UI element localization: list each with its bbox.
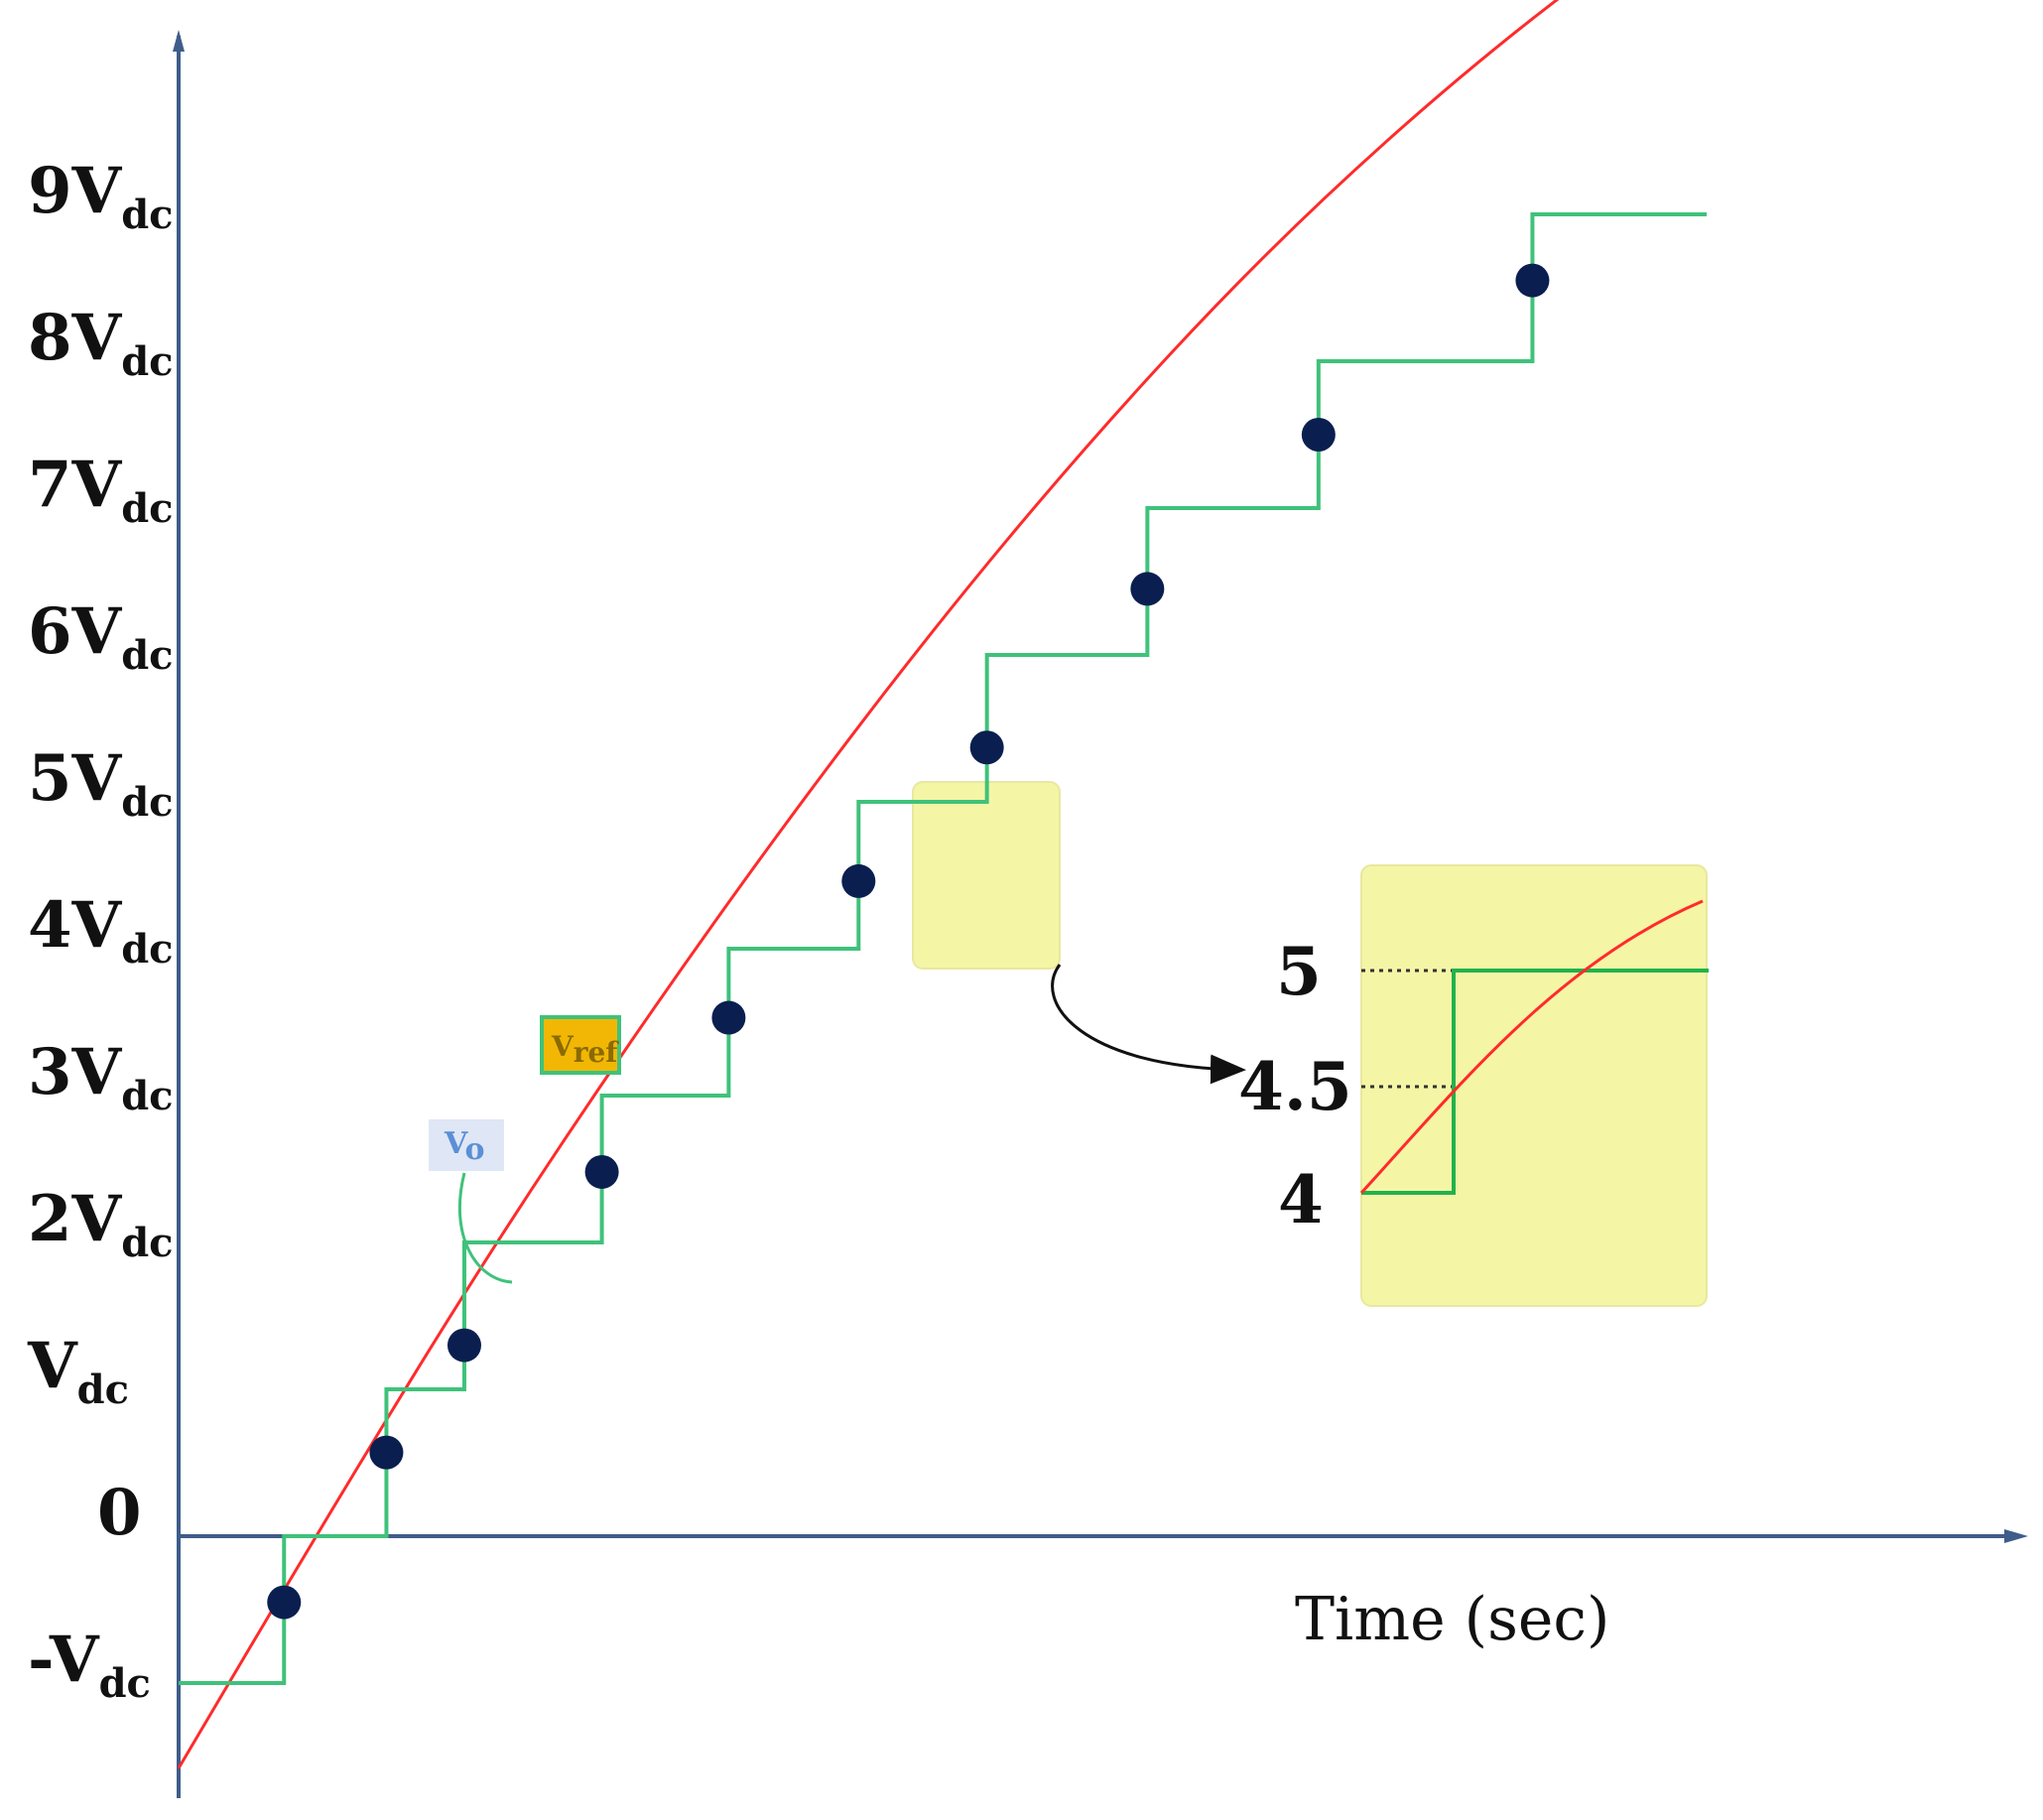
y-tick-subscript: dc xyxy=(121,632,173,679)
x-axis-arrow xyxy=(2004,1529,2028,1543)
sample-point xyxy=(584,1154,619,1189)
inset-content: 5 4.5 4 xyxy=(1238,899,1709,1238)
y-tick-label: 6Vdc xyxy=(28,594,174,679)
sample-point xyxy=(1515,263,1550,298)
y-tick-label: 0 xyxy=(97,1476,142,1550)
sample-point xyxy=(1301,418,1336,452)
y-tick-label: 5Vdc xyxy=(28,741,174,826)
legend-vref-label: V xyxy=(551,1030,575,1063)
sample-point xyxy=(267,1585,302,1620)
y-tick-subscript: dc xyxy=(121,779,173,826)
y-tick-label: 4Vdc xyxy=(28,888,174,973)
sample-point xyxy=(1130,572,1165,606)
legend-vo-box xyxy=(429,1119,504,1171)
y-axis-arrow xyxy=(173,30,185,52)
svg-text:Vref: Vref xyxy=(551,1030,619,1069)
sample-point xyxy=(841,863,876,898)
legend-vo: Vo xyxy=(429,1119,513,1284)
inset-step-line xyxy=(1361,969,1709,1195)
y-tick-main: 5V xyxy=(28,741,123,816)
y-tick-main: 7V xyxy=(28,448,123,522)
y-tick-label: 2Vdc xyxy=(28,1182,174,1266)
legend-vo-pointer xyxy=(458,1172,513,1284)
y-tick-label: -Vdc xyxy=(28,1623,151,1707)
legend-vo-sub: o xyxy=(465,1132,485,1167)
y-tick-label: 7Vdc xyxy=(28,448,174,532)
legend-vo-label: V xyxy=(444,1126,468,1161)
y-tick-label: 9Vdc xyxy=(28,154,174,238)
y-tick-main: -V xyxy=(28,1623,100,1697)
y-tick-main: 4V xyxy=(28,888,123,963)
inset-panel xyxy=(1360,864,1708,1307)
zoom-arrow xyxy=(1051,964,1246,1085)
series-line-vref xyxy=(177,0,1560,1769)
y-tick-subscript: dc xyxy=(121,192,173,238)
legend-vref-sub: ref xyxy=(574,1036,620,1069)
x-axis-label: Time (sec) xyxy=(1295,1585,1609,1654)
inset-tick-4-5: 4.5 xyxy=(1238,1048,1352,1125)
y-tick-main: 2V xyxy=(28,1182,123,1256)
inset-tick-4: 4 xyxy=(1278,1161,1324,1238)
inset-ref-curve xyxy=(1359,899,1704,1195)
y-tick-subscript: dc xyxy=(121,338,173,385)
y-tick-main: 3V xyxy=(28,1035,123,1109)
legend-vref-box xyxy=(540,1015,621,1075)
sample-point xyxy=(711,1000,746,1035)
sample-point xyxy=(447,1328,481,1363)
y-tick-main: 9V xyxy=(28,154,123,228)
sample-point xyxy=(969,730,1004,765)
sample-points xyxy=(267,263,1550,1620)
sample-point xyxy=(369,1435,404,1470)
y-tick-subscript: dc xyxy=(99,1660,151,1707)
zoom-highlight-box xyxy=(912,781,1061,970)
y-tick-main: 6V xyxy=(28,594,123,669)
inset-tick-5: 5 xyxy=(1276,933,1322,1010)
y-tick-main: 0 xyxy=(97,1476,142,1550)
y-tick-subscript: dc xyxy=(121,485,173,532)
svg-text:Vo: Vo xyxy=(444,1126,485,1167)
y-tick-subscript: dc xyxy=(77,1366,129,1413)
y-tick-subscript: dc xyxy=(121,1220,173,1266)
y-tick-label: 8Vdc xyxy=(28,301,174,385)
y-tick-subscript: dc xyxy=(121,926,173,973)
y-tick-label: 3Vdc xyxy=(28,1035,174,1119)
y-tick-subscript: dc xyxy=(121,1073,173,1119)
y-tick-label: Vdc xyxy=(27,1329,129,1413)
legend-vref: Vref xyxy=(540,1015,621,1075)
series-layer xyxy=(177,0,1707,1769)
y-tick-main: V xyxy=(27,1329,78,1403)
y-tick-main: 8V xyxy=(28,301,123,375)
axes xyxy=(173,30,2028,1798)
